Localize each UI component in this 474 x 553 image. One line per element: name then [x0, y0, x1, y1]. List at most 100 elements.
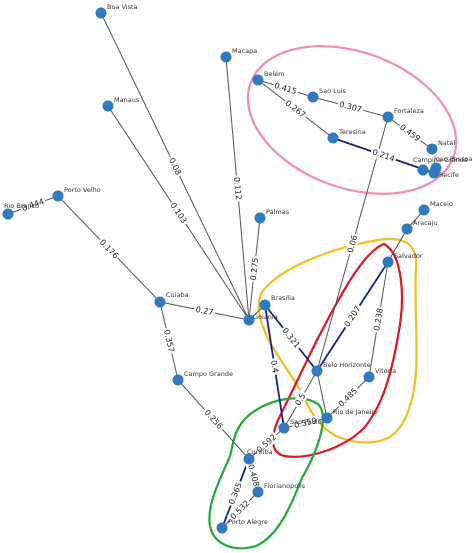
node-macapa: Macapa [220, 47, 257, 63]
city-node [154, 296, 166, 308]
node-recife: Recife [428, 167, 459, 179]
city-node [102, 100, 114, 112]
node-maceio: Maceio [418, 200, 453, 216]
region-outlines [208, 45, 458, 550]
edge-weight-background [226, 479, 245, 508]
city-node [382, 256, 394, 268]
city-node [254, 212, 266, 224]
node-palmas: Palmas [254, 208, 290, 224]
edge-weight-background [292, 389, 309, 410]
edge-weight-background [96, 236, 122, 262]
node-boa_vista: Boa Vista [95, 3, 138, 19]
city-node [428, 167, 440, 179]
edge-weight-label: 0.267 [284, 98, 308, 119]
edge-weight-background [193, 304, 216, 318]
central-region-outline [257, 238, 418, 444]
edge-layer [7, 12, 435, 529]
city-label: Brasilia [271, 294, 295, 302]
edge-aracaju-salvador [387, 228, 408, 263]
edge-weight-label: 0.238 [372, 307, 385, 331]
city-label: Campo Grande [184, 370, 233, 378]
coastal-region-outline [271, 242, 403, 458]
city-label: Belem [264, 70, 285, 78]
edge-weight-background [279, 324, 303, 352]
edge-weight-background [341, 302, 364, 331]
city-label: Maceio [430, 200, 453, 208]
edge-weight-label: 0.4 [269, 360, 280, 374]
node-natal: Natal [426, 139, 455, 155]
city-label: Sao Luis [319, 87, 347, 95]
city-node [252, 486, 264, 498]
city-label: Salvador [394, 252, 423, 260]
city-node [311, 365, 323, 377]
node-sao_paulo: Sao Paulo [278, 418, 322, 434]
edge-weight-background [231, 175, 244, 202]
city-label: Campina Grande [413, 156, 468, 164]
city-label: Curitiba [247, 448, 273, 456]
city-node [418, 204, 430, 216]
edge-weight-label: 0.321 [280, 326, 301, 350]
node-belem: Belem [252, 70, 285, 86]
city-label: Natal [438, 139, 455, 147]
edge-weight-background [291, 415, 320, 431]
city-node [243, 314, 255, 326]
city-node [278, 422, 290, 434]
city-label: Rio de Janeiro [333, 408, 378, 416]
city-node [95, 7, 107, 19]
city-label: Recife [439, 171, 459, 179]
south-region-outline [208, 397, 324, 550]
city-label: Manaus [114, 96, 140, 104]
node-belo_horizonte: Belo Horizonte [311, 361, 371, 377]
node-goiania: Goiania [243, 313, 278, 326]
edge-weight-background [282, 97, 309, 121]
city-label: Teresina [338, 128, 366, 136]
node-curitiba: Curitiba [243, 448, 273, 465]
edge-weight-background [253, 431, 280, 456]
node-cuiaba: Cuiaba [154, 291, 189, 308]
city-label: Porto Velho [64, 186, 101, 194]
edge-weight-background [248, 255, 261, 283]
edge-weight-label: 0.485 [337, 386, 360, 408]
node-florianopolis: Florianopolis [252, 482, 306, 498]
node-brasilia: Brasilia [259, 294, 295, 311]
city-label: Porto Alegre [228, 518, 268, 526]
city-node [321, 412, 333, 424]
edge-weight-background [165, 154, 185, 179]
city-label: Aracaju [413, 219, 438, 227]
city-node [417, 164, 429, 176]
city-node [220, 51, 232, 63]
edge-weight-background [396, 121, 424, 145]
city-label: Sao Paulo [290, 418, 322, 426]
edge-weight-label: 0.275 [249, 257, 260, 281]
city-node [401, 223, 413, 235]
edge-weight-background [167, 199, 190, 227]
node-vitoria: Vitoria [363, 367, 396, 383]
edge-weight-label: 0.112 [232, 177, 243, 201]
city-label: Belo Horizonte [323, 361, 371, 369]
city-node [307, 91, 319, 103]
edge-weight-background [245, 461, 262, 490]
edge-weight-label: 0.176 [98, 238, 120, 261]
edge-weight-background [371, 305, 386, 334]
city-node [216, 522, 228, 534]
city-label: Vitoria [375, 367, 396, 375]
city-label: Florianopolis [264, 482, 306, 490]
node-sao_luis: Sao Luis [307, 87, 347, 103]
node-rio_de_janeiro: Rio de Janeiro [321, 408, 378, 424]
edge-weight-background [201, 406, 226, 433]
node-rio_branco: Rio Branco [2, 202, 39, 220]
node-campina_grande: Campina Grande [413, 156, 468, 176]
city-node [172, 374, 184, 386]
node-manaus: Manaus [102, 96, 140, 112]
edge-weight-background [268, 357, 281, 376]
edge-weight-label: 0.256 [203, 408, 225, 431]
city-label: Rio Branco [4, 202, 39, 210]
city-node [426, 143, 438, 155]
edge-belo_horizonte-rio_de_janeiro [316, 370, 328, 419]
edge-weight-label: 0.415 [273, 81, 298, 96]
city-label: Joao Pessoa [433, 155, 472, 163]
edge-weight-background [19, 195, 47, 215]
city-node [382, 111, 394, 123]
city-label: Palmas [266, 208, 290, 216]
edge-weight-label: 0.27 [195, 305, 214, 317]
